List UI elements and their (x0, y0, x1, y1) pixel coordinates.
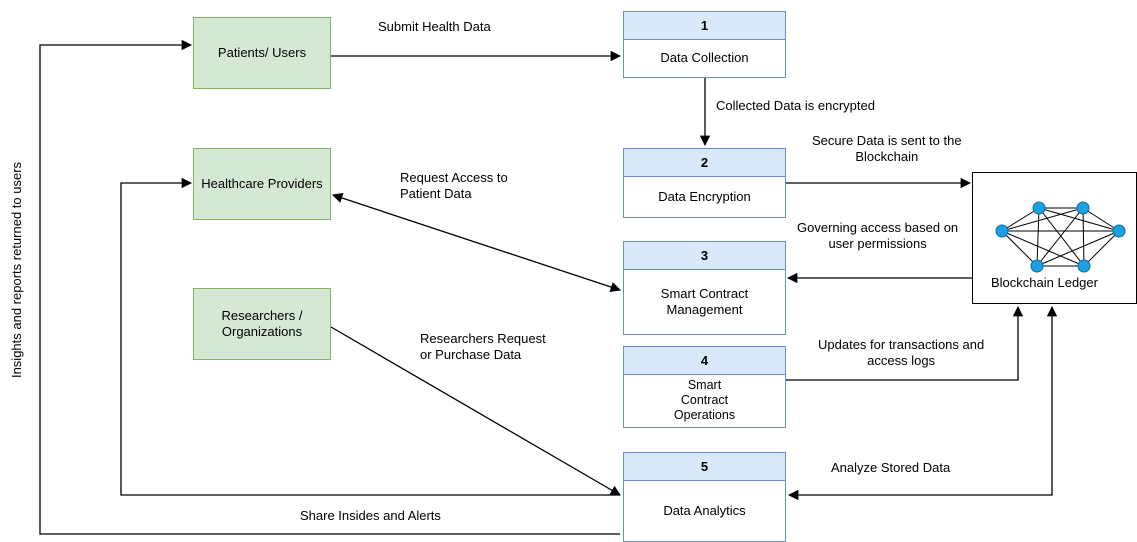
process-2-data-encryption: 2 Data Encryption (623, 148, 786, 218)
label-researchers-request: Researchers Request or Purchase Data (420, 331, 546, 362)
process-5-number: 5 (624, 453, 785, 481)
label-governing-access: Governing access based on user permissio… (797, 220, 959, 251)
network-node (1030, 259, 1044, 273)
arrow-researchers-to-analytics (330, 326, 621, 496)
arrow-providers-smart-contract (332, 193, 621, 292)
label-insights-returned: Insights and reports returned to users (9, 161, 24, 379)
label-request-access: Request Access to Patient Data (400, 170, 508, 201)
label-submit-health-data: Submit Health Data (378, 19, 491, 34)
process-3-number: 3 (624, 242, 785, 270)
actor-providers-label: Healthcare Providers (201, 176, 323, 191)
process-5-label: Data Analytics (663, 502, 746, 518)
process-1-number: 1 (624, 12, 785, 40)
network-node (1032, 201, 1046, 215)
process-5-data-analytics: 5 Data Analytics (623, 452, 786, 542)
network-edge (1082, 207, 1085, 267)
label-share-insides-alerts: Share Insides and Alerts (300, 508, 441, 523)
network-edge (1083, 230, 1120, 267)
process-1-data-collection: 1 Data Collection (623, 11, 786, 78)
actor-patients-label: Patients/ Users (217, 45, 307, 60)
network-edge (1036, 207, 1040, 267)
network-node (1112, 224, 1126, 238)
arrow-analytics-to-providers (120, 177, 620, 496)
process-3-smart-contract-management: 3 Smart Contract Management (623, 241, 786, 335)
arrow-analytics-ledger (787, 305, 1058, 501)
network-edge (1036, 207, 1084, 267)
network-edge (1001, 207, 1084, 232)
network-edge (1001, 230, 1038, 267)
network-edge (1036, 230, 1120, 267)
actor-researchers-label: Researchers / Organizations (221, 308, 303, 339)
blockchain-ledger-label: Blockchain Ledger (991, 275, 1098, 290)
process-4-smart-contract-operations: 4 Smart Contract Operations (623, 346, 786, 428)
actor-patients-users: Patients/ Users (193, 17, 331, 89)
network-edge (1001, 230, 1085, 267)
network-node (995, 224, 1009, 238)
process-2-label: Data Encryption (658, 188, 751, 204)
network-edge (1082, 207, 1120, 232)
network-edge (1038, 207, 1120, 232)
network-node (1076, 201, 1090, 215)
network-graph-icon (995, 201, 1126, 273)
network-node (1077, 259, 1091, 273)
blockchain-ledger: Blockchain Ledger (972, 172, 1137, 304)
process-4-number: 4 (624, 347, 785, 375)
arrow-analytics-to-patients (39, 39, 620, 535)
label-secure-data-sent: Secure Data is sent to the Blockchain (812, 133, 962, 164)
label-collected-encrypted: Collected Data is encrypted (716, 98, 875, 113)
label-updates-transactions: Updates for transactions and access logs (818, 337, 985, 368)
label-analyze-stored-data: Analyze Stored Data (831, 460, 951, 475)
process-2-number: 2 (624, 149, 785, 177)
process-3-label: Smart Contract Management (660, 285, 749, 317)
actor-researchers-organizations: Researchers / Organizations (193, 288, 331, 360)
actor-healthcare-providers: Healthcare Providers (193, 148, 331, 220)
process-1-label: Data Collection (660, 50, 749, 65)
network-edge (1038, 207, 1085, 267)
process-4-label: Smart Contract Operations (673, 378, 736, 422)
network-edge (1001, 207, 1040, 232)
